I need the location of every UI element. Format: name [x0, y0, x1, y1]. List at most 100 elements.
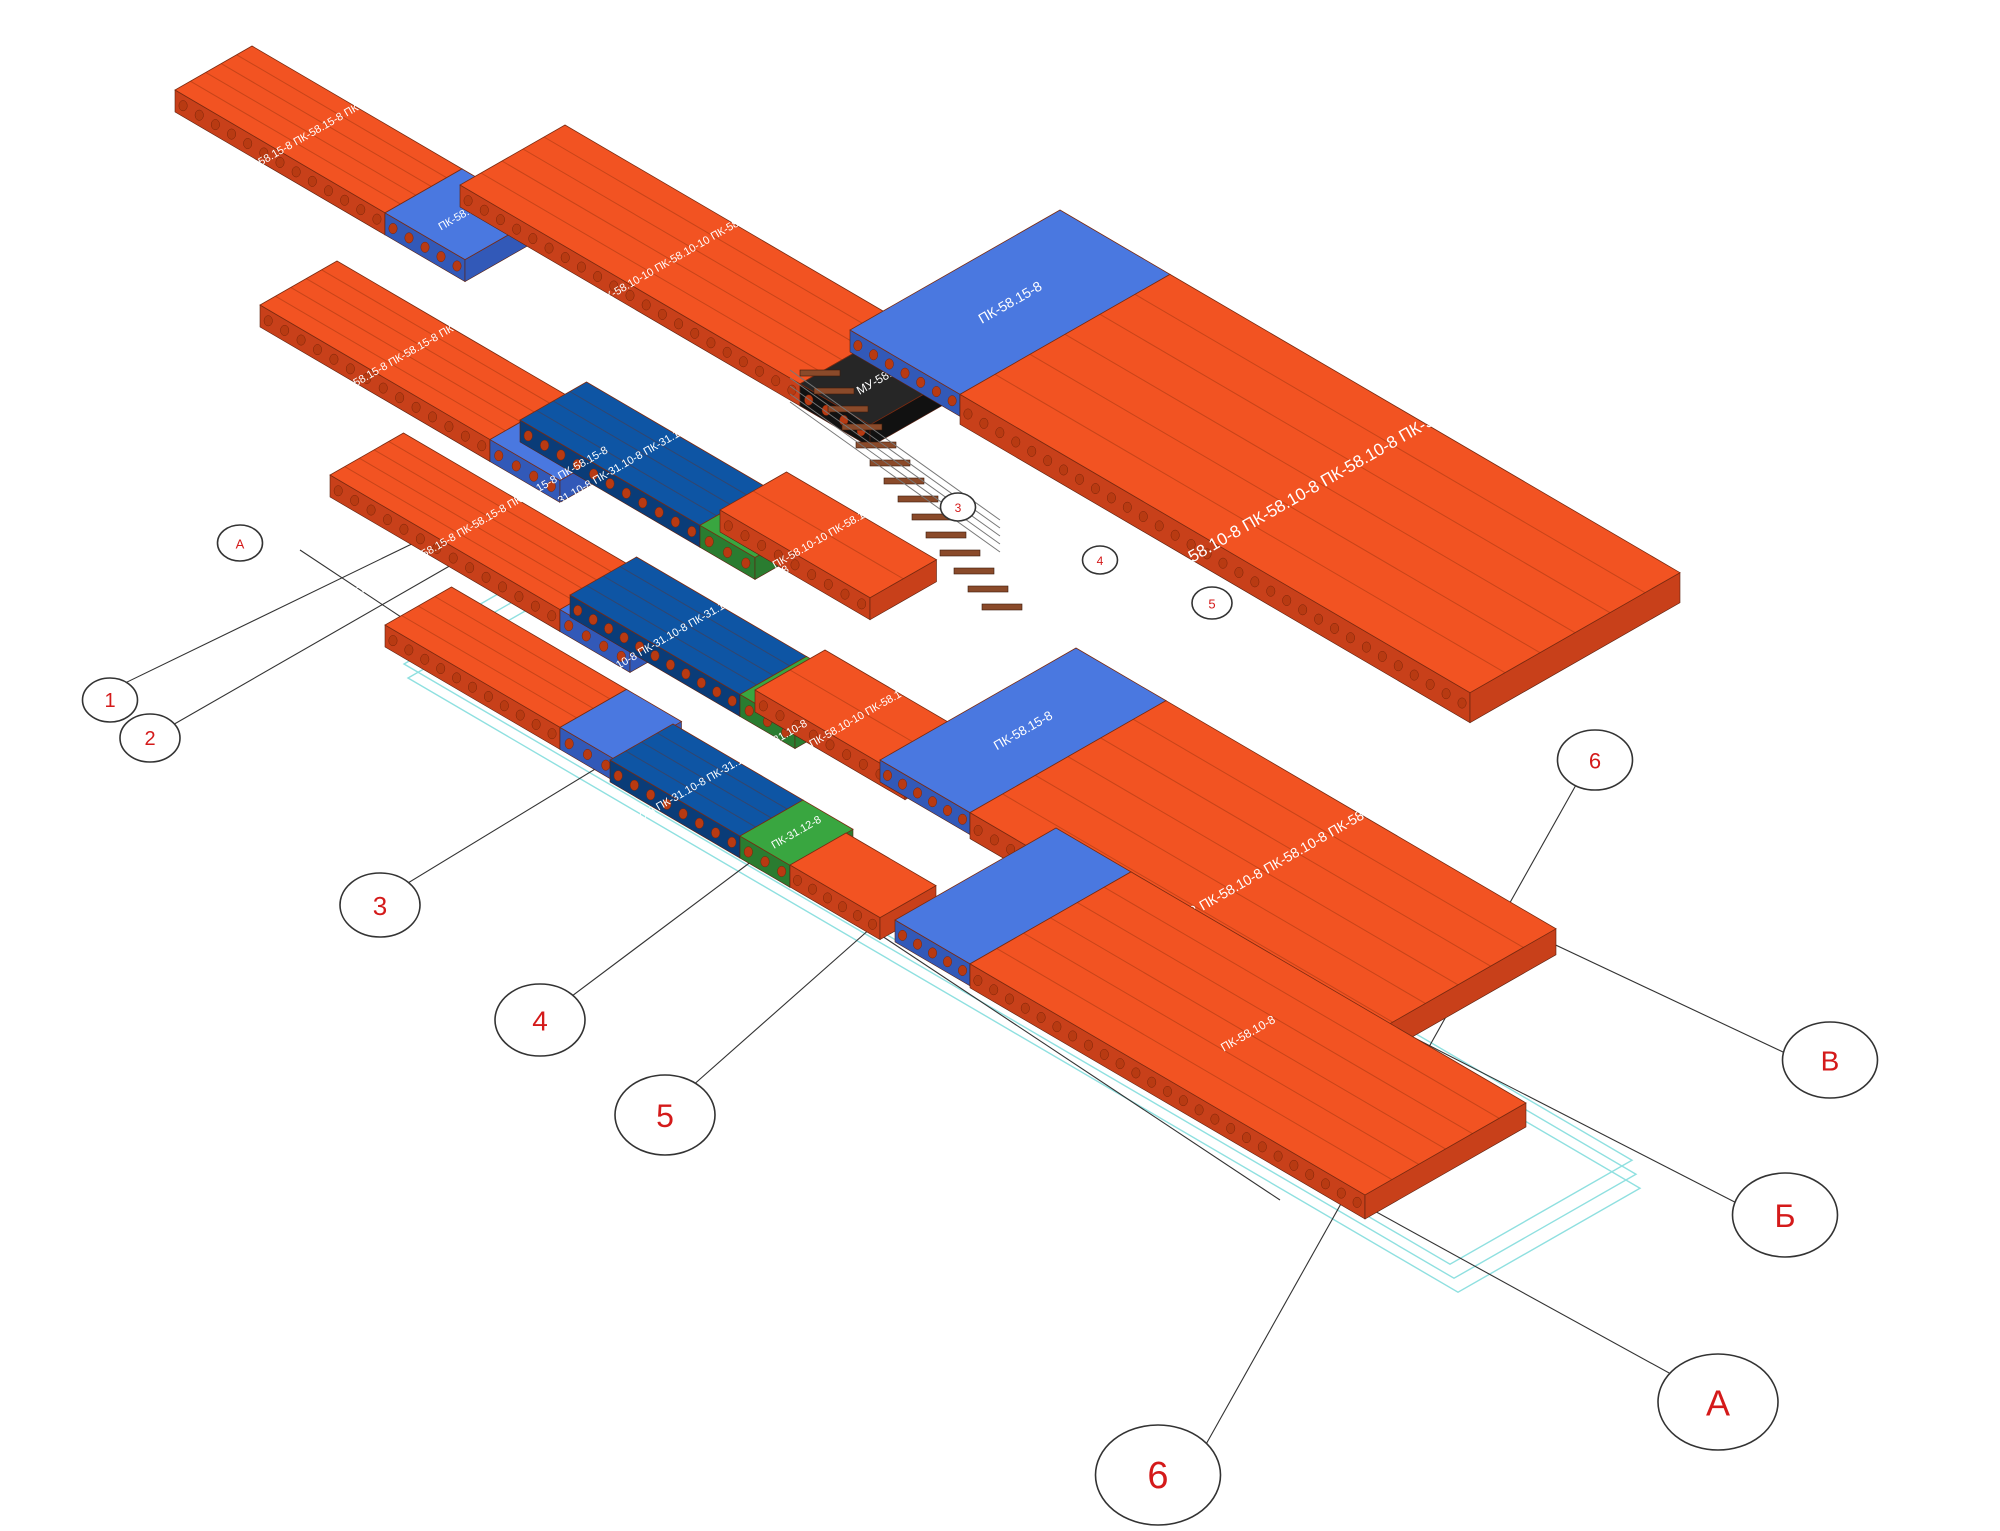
plank-seam [641, 741, 772, 819]
axis-6-small-marker: 6 [1556, 729, 1634, 791]
hollow-core [723, 520, 733, 532]
hollow-core [540, 439, 549, 451]
floor-1: ПК-31.10-8 ПК-31.10-8 ПК-31.10-8 ПК-31.1… [384, 586, 1527, 1220]
stair-tread [813, 387, 855, 395]
hollow-core [1336, 1187, 1346, 1199]
hollow-core [1027, 445, 1037, 457]
plank-seam [434, 596, 611, 700]
hollow-core [1020, 1002, 1030, 1014]
plank-seam [1002, 793, 1393, 1023]
axis-label: 1 [104, 690, 115, 712]
plank-seam [1067, 756, 1459, 986]
plank-seam [656, 732, 788, 810]
hollow-core [1052, 1021, 1062, 1033]
hollow-core [1425, 678, 1435, 690]
plank-seam [752, 490, 904, 580]
axis-bubble [1781, 1021, 1879, 1099]
hollow-core [792, 719, 802, 731]
stair-tread [981, 603, 1023, 611]
hollow-core [345, 363, 355, 375]
hollow-core [523, 430, 533, 442]
hollow-core [291, 166, 301, 178]
hollow-core [654, 506, 664, 518]
plank-seam [305, 278, 537, 414]
hollow-core [755, 365, 764, 377]
hollow-core [515, 709, 525, 721]
hollow-core [556, 449, 566, 461]
plank-seam [417, 605, 594, 709]
hollow-core [259, 147, 269, 159]
hollow-core [883, 769, 892, 781]
hollow-core [395, 392, 405, 404]
stair-tread [953, 567, 995, 575]
hollow-core [757, 539, 767, 551]
plank-seam [1133, 718, 1524, 948]
hollow-core [1036, 1012, 1046, 1023]
plank-seam [236, 54, 447, 179]
hollow-core [1346, 632, 1355, 644]
hollow-core [613, 770, 623, 782]
slab-top-face [959, 273, 1681, 694]
hollow-core [411, 401, 421, 413]
hollow-core [444, 421, 454, 432]
hollow-core [436, 663, 446, 675]
hollow-core [727, 695, 737, 707]
hollow-core [547, 610, 557, 622]
hollow-core [483, 691, 493, 702]
plank-seam [996, 948, 1393, 1181]
hollow-core [662, 798, 672, 810]
hollow-core [1289, 1159, 1299, 1171]
hollow-core [773, 549, 783, 561]
hollow-core [452, 672, 462, 684]
hollow-core [657, 308, 667, 320]
axis-label: А [1706, 1383, 1730, 1424]
slab-plain [789, 832, 937, 941]
slab-top-face [559, 688, 683, 761]
plank-seam [1029, 353, 1541, 654]
hollow-core [463, 195, 473, 207]
hollow-core [884, 358, 894, 370]
hollow-core [775, 710, 785, 722]
plank-seam [290, 286, 522, 423]
axis-1-marker: 1 [81, 677, 139, 723]
hollow-core [1321, 1178, 1330, 1190]
hollow-core [793, 874, 802, 886]
hollow-core [1084, 1039, 1093, 1051]
hollow-core [599, 640, 609, 652]
hollow-core [898, 778, 907, 790]
slab-top-face [969, 871, 1527, 1196]
axis-label: 6 [1147, 1455, 1168, 1497]
hollow-core [263, 315, 273, 327]
hollow-core [404, 644, 414, 656]
hollow-core [989, 834, 999, 846]
hollow-core [1441, 688, 1451, 700]
hollow-core [638, 497, 648, 509]
hollow-core [928, 947, 937, 959]
hollow-core [625, 290, 635, 301]
hollow-core [560, 252, 570, 264]
hollow-core [787, 384, 797, 396]
hollow-core [378, 382, 388, 394]
hollow-core [1457, 697, 1467, 709]
hollow-core [857, 598, 867, 610]
hollow-core [307, 175, 317, 187]
plank-seam [501, 160, 843, 361]
axis-label: Б [1775, 1198, 1796, 1234]
hollow-core [1178, 1095, 1188, 1107]
hollow-core [350, 494, 360, 506]
axis-bubble [216, 524, 264, 562]
stair-tread [799, 369, 841, 377]
hollow-core [690, 327, 700, 339]
axis-b-marker: Б [1731, 1172, 1839, 1258]
hollow-core [605, 478, 615, 490]
hollow-core [1194, 1104, 1204, 1116]
hollow-core [973, 824, 983, 836]
hollow-core [1298, 604, 1308, 616]
floor-3: ПК-58.15-8 ПК-58.15-8 ПК-58.15-8 ПК-58.1… [259, 260, 938, 621]
floor-slabs: ПК-58.15-8 ПК-58.15-8 ПК-58.15-8 ПК-58.1… [174, 45, 1681, 1220]
hollow-core [340, 194, 350, 206]
hollow-core [712, 686, 722, 698]
hollow-core [479, 204, 489, 216]
axis-bubble [81, 677, 139, 723]
